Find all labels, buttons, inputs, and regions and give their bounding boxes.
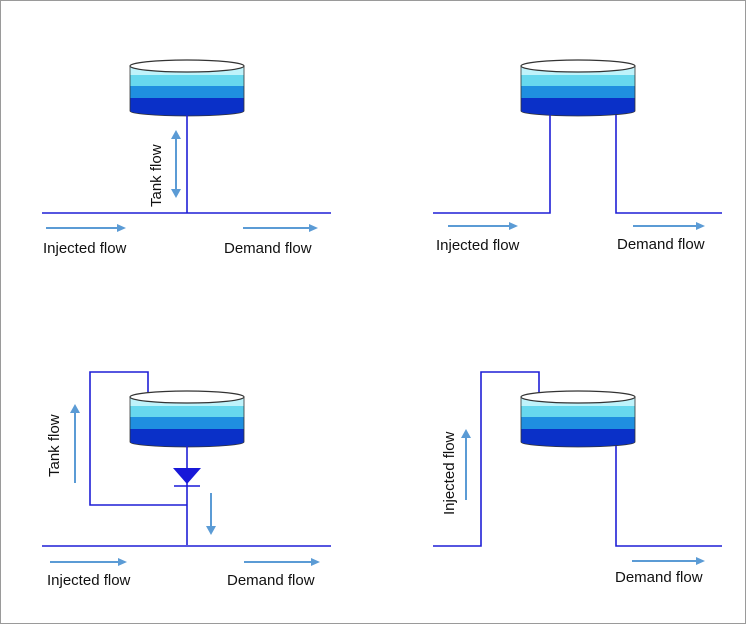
tank (129, 390, 245, 448)
injected-flow-arrow (50, 558, 127, 566)
injected-flow-arrow (461, 429, 471, 500)
tank-flow-label: Tank flow (148, 144, 165, 207)
pipe-bypass-loop (89, 371, 187, 506)
injected-flow-label: Injected flow (47, 572, 131, 589)
injected-flow-arrow (448, 222, 518, 230)
demand-flow-label: Demand flow (615, 569, 703, 586)
tank-flow-label: Tank flow (46, 414, 63, 477)
demand-flow-arrow (633, 222, 705, 230)
check-valve-icon (173, 468, 201, 487)
demand-flow-label: Demand flow (617, 236, 705, 253)
pipe-inlet (433, 115, 551, 214)
demand-flow-arrow (243, 224, 318, 232)
demand-flow-label: Demand flow (227, 572, 315, 589)
tank (520, 59, 636, 117)
panel-bottom-right: Injected flow Demand flow (433, 371, 722, 586)
panel-bottom-left: Tank flow Injected flow Demand flow (42, 371, 331, 589)
injected-flow-label: Injected flow (441, 431, 458, 515)
pipe-outlet (615, 115, 722, 214)
pipe-outlet (615, 446, 722, 547)
demand-flow-label: Demand flow (224, 240, 312, 257)
tank (129, 59, 245, 117)
injected-flow-arrow (46, 224, 126, 232)
tank (520, 390, 636, 448)
tank-flow-arrow (70, 404, 80, 483)
panel-top-left: Tank flow Injected flow Demand flow (42, 59, 331, 257)
panel-top-right: Injected flow Demand flow (433, 59, 722, 254)
discharge-flow-arrow (206, 493, 216, 535)
demand-flow-arrow (244, 558, 320, 566)
tank-flow-arrow (171, 130, 181, 198)
injected-flow-label: Injected flow (43, 240, 127, 257)
injected-flow-label: Injected flow (436, 237, 520, 254)
pipe-inlet (433, 371, 540, 547)
demand-flow-arrow (632, 557, 705, 565)
